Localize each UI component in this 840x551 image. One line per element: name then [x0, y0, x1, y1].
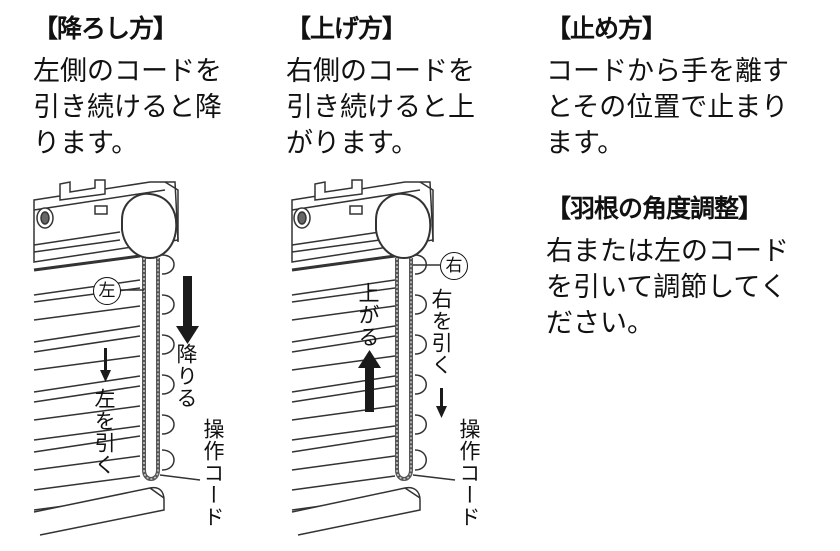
section-raising: 【上げ方】 右側のコードを 引き続けると上 がります。: [286, 14, 475, 162]
heading-angle-adjustment: 【羽根の角度調整】: [546, 194, 763, 223]
arrow-down-icon: [100, 276, 199, 382]
label-raises: 上がる: [356, 282, 380, 348]
heading-raising: 【上げ方】: [286, 14, 407, 43]
label-operating-cord: 操作コード: [201, 418, 225, 528]
section-lowering: 【降ろし方】 左側のコードを 引き続けると降 ります。: [33, 14, 222, 162]
venetian-blind-icon: [291, 179, 456, 536]
text-stopping-instructions: コードから手を離す とその位置で止まり ます。: [546, 56, 789, 159]
text-lowering-instructions: 左側のコードを 引き続けると降 ります。: [33, 56, 222, 159]
cord-tag-right: 右: [440, 252, 468, 280]
heading-lowering: 【降ろし方】: [33, 14, 178, 43]
section-stopping: 【止め方】 コードから手を離す とその位置で止まり ます。: [546, 14, 789, 162]
text-angle-instructions: 右または左のコード を引いて調節してく ださい。: [546, 236, 789, 339]
blind-illustration-lowering: 左 降りる 左を引く 操作コード: [0, 170, 270, 547]
section-angle-adjustment: 【羽根の角度調整】 右または左のコード を引いて調節してく ださい。: [546, 194, 789, 342]
heading-stopping: 【止め方】: [546, 14, 667, 43]
label-operating-cord: 操作コード: [457, 418, 481, 528]
cord-tag-left: 左: [93, 277, 121, 305]
label-lowers: 降りる: [174, 343, 198, 409]
arrow-up-icon: [358, 350, 447, 418]
label-pull-right: 右を引く: [429, 288, 453, 376]
label-pull-left: 左を引く: [92, 388, 116, 476]
blind-illustration-raising: 右 上がる 右を引く 操作コード: [270, 170, 530, 547]
text-raising-instructions: 右側のコードを 引き続けると上 がります。: [286, 56, 475, 159]
venetian-blind-icon: [33, 179, 201, 536]
